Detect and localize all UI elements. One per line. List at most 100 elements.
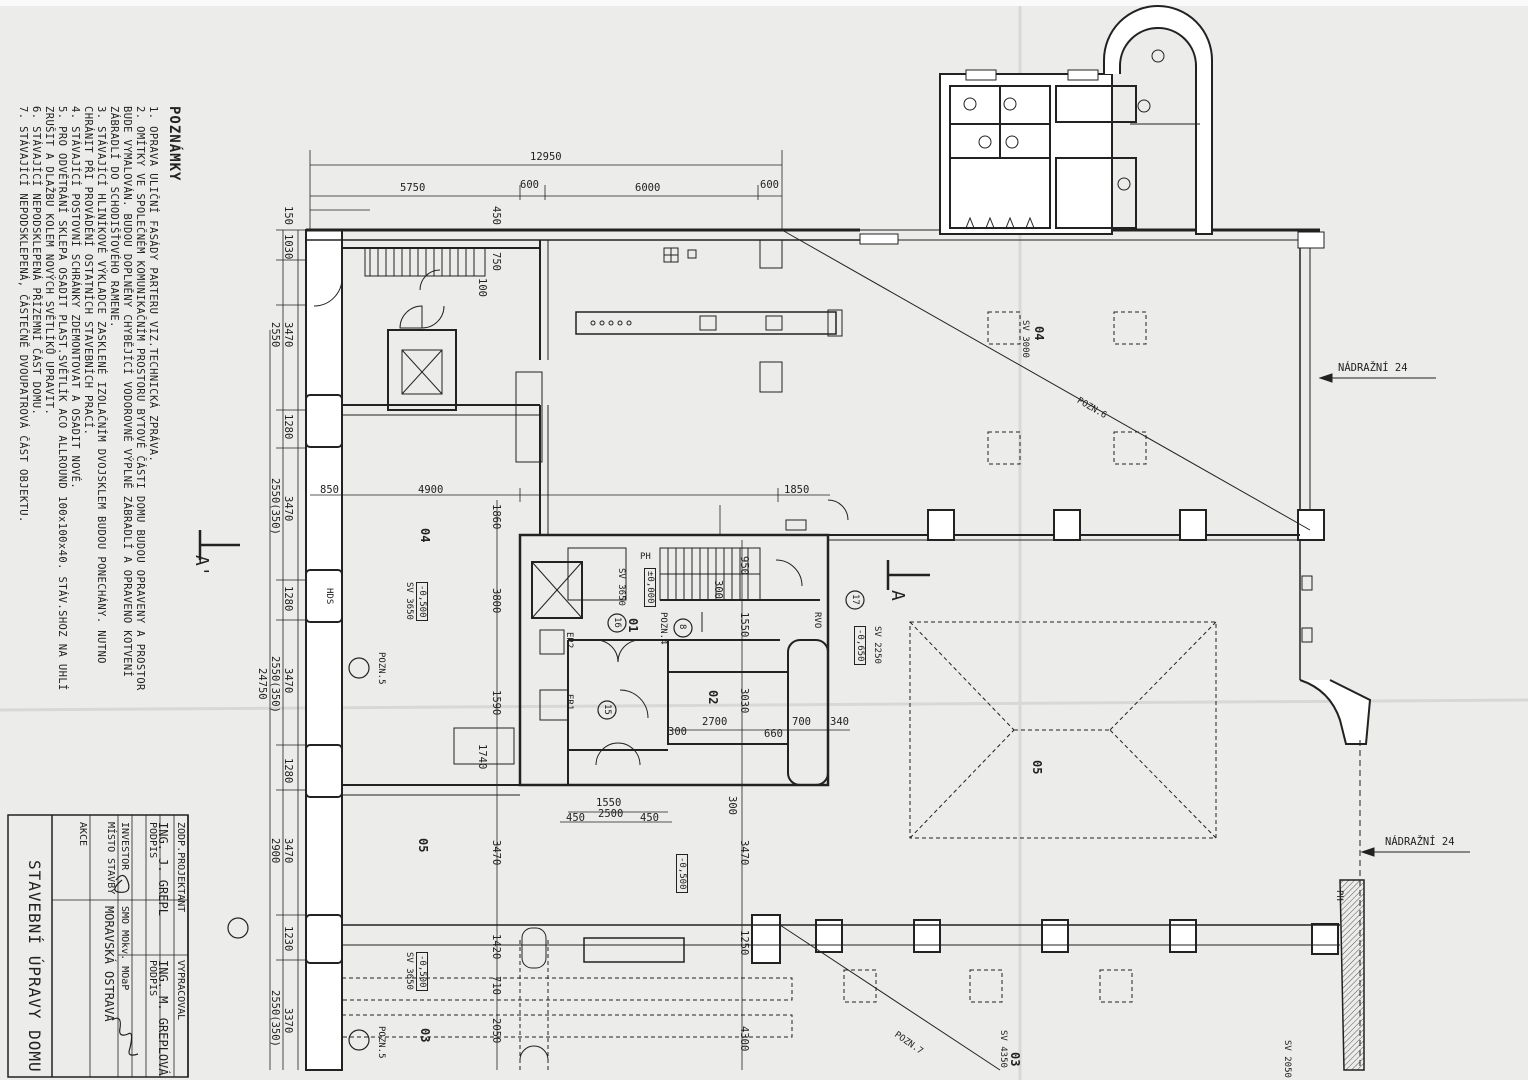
dimension: 1230 bbox=[282, 926, 294, 952]
tb-misto-value: MORAVSKÁ OSTRAVA bbox=[102, 906, 116, 1022]
note-line: 4. STÁVAJÍCÍ POSTOVNÍ SCHRÁNKY ZDEMONTOV… bbox=[69, 106, 81, 490]
room-level: -0,500 bbox=[416, 952, 428, 991]
misc-label: PH bbox=[640, 552, 651, 562]
dimension: 450 bbox=[566, 812, 585, 824]
dimension: 4900 bbox=[418, 484, 444, 496]
wall-pillars bbox=[305, 394, 1339, 964]
tb-misto-label: MÍSTO STAVBY bbox=[105, 822, 116, 895]
room-code: 03 bbox=[418, 1028, 432, 1043]
dimension: 2700 bbox=[702, 716, 728, 728]
room-code: 01 bbox=[626, 618, 640, 633]
misc-label: PH bbox=[1334, 890, 1344, 901]
note-line: 7. STÁVAJÍCÍ NEPODSKLEPENÁ, ČÁSTEČNĚ DVO… bbox=[17, 106, 29, 523]
room-sv: SV 3000 bbox=[1020, 320, 1030, 358]
misc-label: 17 bbox=[850, 594, 860, 605]
dimension: 100 bbox=[476, 278, 488, 297]
tb-akce-label: AKCE bbox=[77, 822, 88, 847]
note-line: 3. STÁVAJÍCÍ HLINÍKOVÉ VÝKLADCE ZASKLENÉ… bbox=[95, 106, 107, 664]
misc-label: POZN.5 bbox=[376, 652, 386, 685]
dimension: 600 bbox=[760, 179, 779, 191]
street-label: NÁDRAŽNÍ 24 bbox=[1385, 836, 1455, 848]
room-sv: SV 3650 bbox=[404, 952, 414, 990]
misc-label: 15 bbox=[602, 704, 612, 715]
note-line: ZÁBRADLÍ DO SCHODIŠŤOVÉHO RAMENE. bbox=[108, 106, 120, 328]
dimension: 1550 bbox=[596, 797, 622, 809]
dimension: 300 bbox=[712, 580, 724, 599]
dimension: 2550(350) bbox=[269, 656, 281, 713]
dimension: 3470 bbox=[282, 322, 294, 348]
tb-investor-label: INVESTOR bbox=[119, 822, 130, 871]
room-code: 02 bbox=[706, 690, 720, 705]
notes-block: POZNÁMKY 1. OPRAVA ULIČNÍ FASÁDY PARTERU… bbox=[16, 106, 182, 691]
elevator-top bbox=[387, 329, 457, 411]
misc-label: HDS bbox=[324, 588, 334, 605]
dimension: 6000 bbox=[635, 182, 661, 194]
misc-label: 8 bbox=[677, 624, 687, 630]
dimension: 1860 bbox=[490, 504, 502, 530]
dimension: 5750 bbox=[400, 182, 426, 194]
misc-label: -0,650 bbox=[854, 626, 866, 665]
light-wells bbox=[843, 311, 1147, 1003]
dimension: 3470 bbox=[282, 496, 294, 522]
dimension: 1280 bbox=[282, 586, 294, 612]
dimension: 3470 bbox=[282, 838, 294, 864]
roof-05 bbox=[909, 621, 1217, 839]
signature bbox=[111, 1017, 139, 1056]
dimension: 1280 bbox=[282, 414, 294, 440]
room-code: 03 bbox=[1008, 1052, 1022, 1067]
tb-vypracoval-name: ING. M. GREPLOVÁ bbox=[156, 960, 170, 1076]
title-block-frame bbox=[7, 814, 189, 1078]
dimension: 450 bbox=[490, 206, 502, 225]
dimension: 3470 bbox=[738, 840, 750, 866]
dimension: 750 bbox=[490, 252, 502, 271]
tb-zodp-name: ING. J. GREPL bbox=[156, 822, 170, 916]
room-code: 04 bbox=[418, 528, 432, 543]
dimension: 24750 bbox=[256, 668, 268, 700]
room-level: -0,500 bbox=[416, 582, 428, 621]
dimension: 3470 bbox=[490, 840, 502, 866]
note-line: BUDE VYMALOVÁN. BUDOU DOPLNĚNY CHYBĚJÍCÍ… bbox=[121, 106, 133, 678]
dimension: 340 bbox=[830, 716, 849, 728]
dimension: 2500 bbox=[598, 808, 624, 820]
misc-label: ER1 bbox=[564, 694, 574, 711]
room-sv: SV 4350 bbox=[998, 1030, 1008, 1068]
pozn6-leader bbox=[781, 229, 1311, 531]
pozn7-leader bbox=[779, 924, 1001, 1071]
dimension: 1740 bbox=[476, 744, 488, 770]
dimension: 1280 bbox=[282, 758, 294, 784]
dimension: 150 bbox=[282, 206, 294, 225]
dimension: 700 bbox=[792, 716, 811, 728]
section-mark: A' bbox=[191, 555, 212, 577]
room-sv: SV 3650 bbox=[404, 582, 414, 620]
misc-label: POZN.5 bbox=[376, 1026, 386, 1059]
dimension: 1250 bbox=[738, 930, 750, 956]
tb-investor-value: SMO MOkv. MOaP bbox=[119, 906, 130, 991]
note-line: 5. PRO ODVĚTRÁNÍ SKLEPA OSADIT PLAST.SVĚ… bbox=[56, 106, 68, 691]
room-code: 05 bbox=[416, 838, 430, 853]
dimension: 710 bbox=[490, 976, 502, 995]
dimension: 3470 bbox=[282, 668, 294, 694]
paper-fold bbox=[0, 698, 1528, 712]
tb-zodp-label: ZODP.PROJEKTANT bbox=[175, 822, 186, 913]
dimension: 850 bbox=[320, 484, 339, 496]
stairs-top bbox=[364, 247, 486, 277]
dimension: 1550 bbox=[738, 612, 750, 638]
note-line: 6. STÁVAJÍCÍ NEPODSKLEPENÁ PŘÍZEMNÍ ČÁST… bbox=[30, 106, 42, 416]
dimension: 300 bbox=[668, 726, 687, 738]
notes-heading: POZNÁMKY bbox=[166, 106, 182, 182]
tb-podpis-1: PODPIS bbox=[147, 822, 158, 859]
room-level: ±0,000 bbox=[644, 568, 656, 607]
dimension: 1030 bbox=[282, 234, 294, 260]
note-line: 2. OMÍTKY VE SPOLEČNÉM KOMUNIKAČNÍM PROS… bbox=[134, 106, 146, 691]
street-label: NÁDRAŽNÍ 24 bbox=[1338, 362, 1408, 374]
dimension: 3030 bbox=[738, 688, 750, 714]
note-line: ZRUŠIT A DLAŽBU KOLEM NOVÝCH SVĚTLÍKŮ UP… bbox=[43, 106, 55, 416]
dimension: 660 bbox=[764, 728, 783, 740]
dimension: 950 bbox=[738, 556, 750, 575]
dimension: 600 bbox=[520, 179, 539, 191]
dimension: 1850 bbox=[784, 484, 810, 496]
note-line: CHRÁNIT PŘI PROVÁDĚNÍ OSTATNÍCH STAVEBNÍ… bbox=[82, 106, 94, 436]
dimension: 3800 bbox=[490, 588, 502, 614]
